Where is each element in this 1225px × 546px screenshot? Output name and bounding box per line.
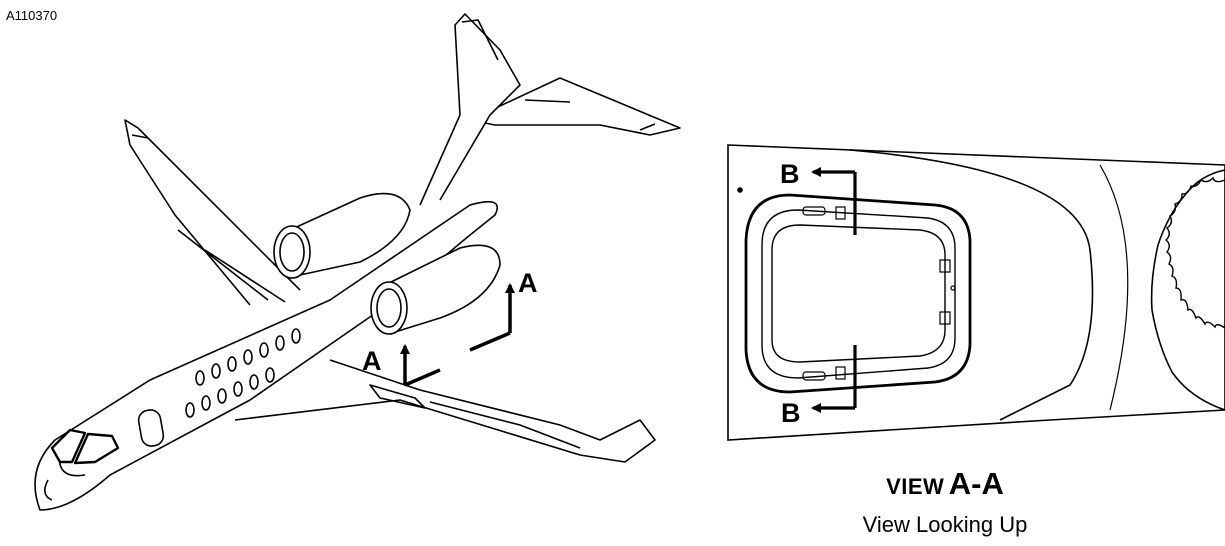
latch-fittings [835, 206, 956, 380]
belly-panel-outline [727, 144, 1225, 441]
section-line-b-b [811, 167, 857, 413]
view-title-word: VIEW [886, 474, 945, 499]
far-wing [124, 119, 301, 306]
passenger-windows [185, 328, 301, 418]
view-title-letters: A-A [948, 466, 1004, 501]
lower-engine [370, 244, 501, 335]
view-a-a-illustration [727, 144, 1225, 441]
cockpit-window [50, 428, 87, 464]
section-label-b-top: B [780, 159, 800, 189]
cabin-door [137, 409, 165, 447]
scalloped-edge [1150, 169, 1225, 411]
view-subtitle: View Looking Up [862, 512, 1028, 537]
horizontal-stabilizer [469, 77, 681, 136]
section-label-a-left: A [362, 346, 382, 376]
vertical-tail [419, 13, 521, 206]
door-frame-inner [761, 209, 956, 379]
upper-engine [273, 192, 411, 279]
near-wing [234, 359, 656, 463]
section-label-b-bottom: B [781, 398, 801, 428]
aircraft-illustration [34, 13, 681, 511]
section-label-a-right: A [518, 268, 538, 298]
door-frame-outer [744, 193, 972, 394]
figure-id: A110370 [6, 8, 58, 23]
view-title: VIEW A-A [860, 466, 1030, 502]
section-line-a-a [400, 283, 515, 387]
